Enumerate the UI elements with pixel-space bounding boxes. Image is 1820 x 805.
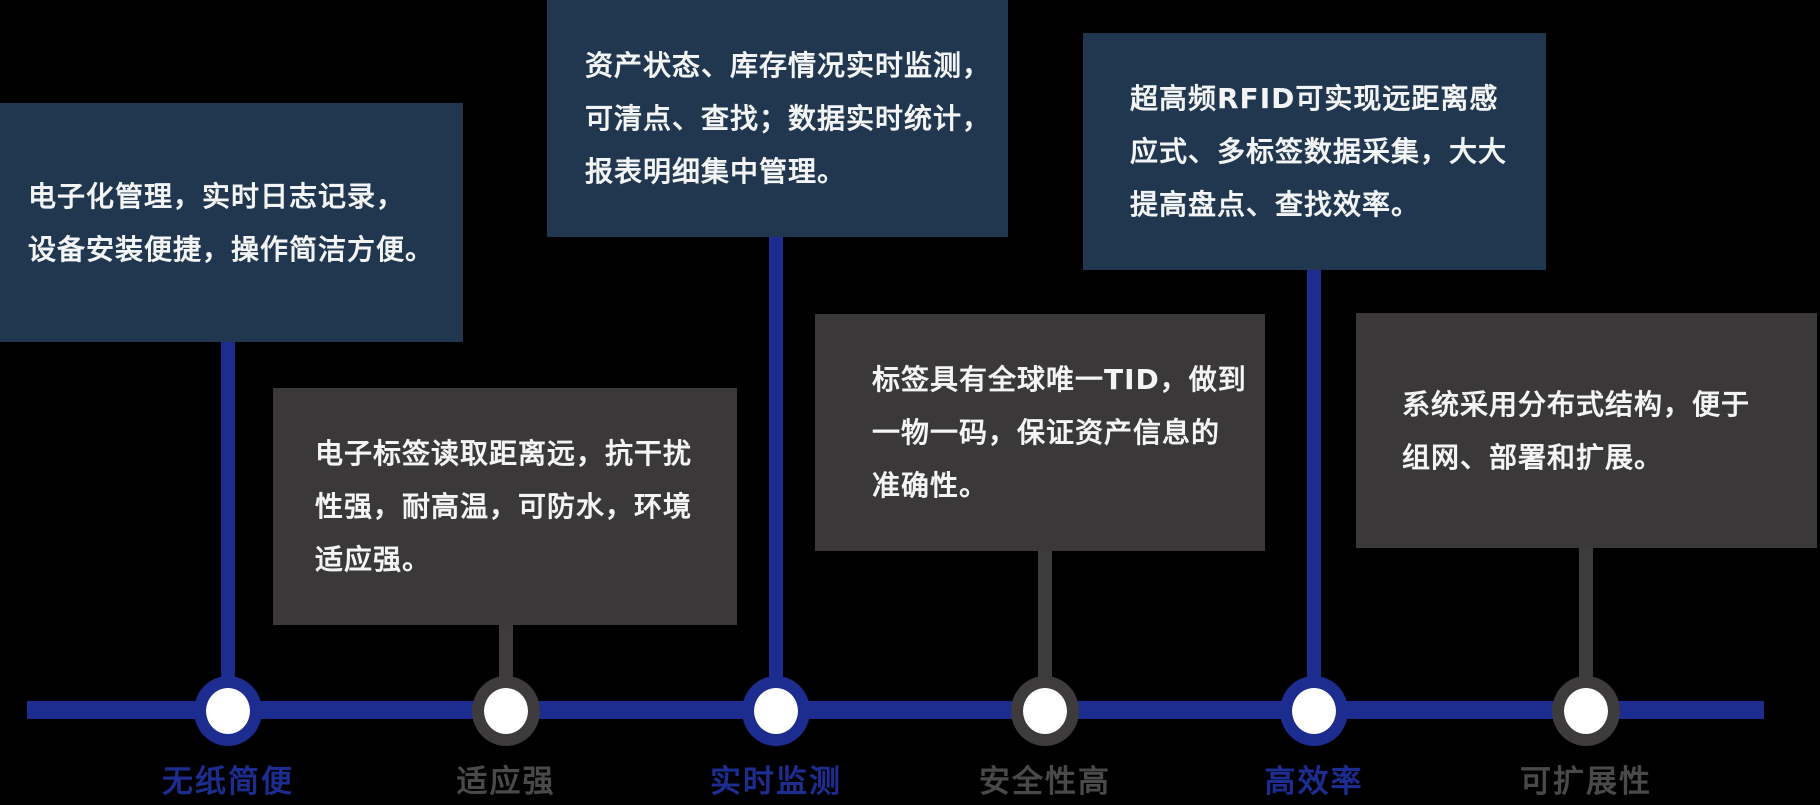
card-text-line: 系统采用分布式结构，便于 — [1402, 387, 1751, 421]
card-text-line: 报表明细集中管理。 — [585, 155, 847, 188]
card-text-line: 准确性。 — [872, 469, 989, 502]
feature-card-security: 标签具有全球唯一TID，做到 一物一码，保证资产信息的 准确性。 — [815, 314, 1265, 551]
card-text-line: 性强，耐高温，可防水，环境 — [315, 490, 693, 523]
timeline-label-paperless: 无纸简便 — [162, 764, 294, 800]
card-text-line: 资产状态、库存情况实时监测， — [585, 49, 992, 82]
card-text-line: 组网、部署和扩展。 — [1402, 440, 1664, 474]
card-text-line: 超高频RFID可实现远距离感 — [1130, 82, 1499, 115]
card-text-line: 电子化管理，实时日志记录， — [28, 179, 406, 213]
card-text-line: 提高盘点、查找效率。 — [1130, 188, 1421, 221]
feature-card-efficiency: 超高频RFID可实现远距离感 应式、多标签数据采集，大大 提高盘点、查找效率。 — [1083, 33, 1546, 270]
connector-stem-scalability — [1579, 548, 1593, 711]
timeline-node-realtime-monitoring — [742, 676, 810, 746]
timeline-label-security: 安全性高 — [979, 764, 1111, 800]
connector-stem-paperless — [221, 342, 235, 711]
timeline-node-adaptability — [472, 676, 540, 746]
card-text-line: 一物一码，保证资产信息的 — [872, 416, 1221, 449]
card-text-line: 适应强。 — [315, 543, 432, 576]
card-text-line: 可清点、查找；数据实时统计， — [585, 102, 992, 135]
feature-card-adaptability: 电子标签读取距离远，抗干扰 性强，耐高温，可防水，环境 适应强。 — [273, 388, 737, 625]
feature-card-paperless: 电子化管理，实时日志记录， 设备安装便捷，操作简洁方便。 — [0, 103, 463, 342]
connector-stem-security — [1038, 551, 1052, 711]
card-text-line: 设备安装便捷，操作简洁方便。 — [28, 232, 435, 266]
connector-stem-realtime-monitoring — [769, 237, 783, 711]
timeline-label-efficiency: 高效率 — [1264, 764, 1364, 800]
timeline-node-security — [1011, 676, 1079, 746]
timeline-node-paperless — [194, 676, 262, 746]
timeline-node-efficiency — [1280, 676, 1348, 746]
card-text-line: 标签具有全球唯一TID，做到 — [872, 363, 1247, 396]
connector-stem-efficiency — [1307, 270, 1321, 711]
timeline-label-adaptability: 适应强 — [456, 764, 556, 800]
card-text-line: 电子标签读取距离远，抗干扰 — [315, 437, 693, 470]
feature-card-realtime-monitoring: 资产状态、库存情况实时监测， 可清点、查找；数据实时统计， 报表明细集中管理。 — [547, 0, 1008, 237]
timeline-bar — [27, 701, 1764, 719]
card-text-line: 应式、多标签数据采集，大大 — [1130, 135, 1508, 168]
timeline-node-scalability — [1552, 676, 1620, 746]
timeline-label-scalability: 可扩展性 — [1520, 764, 1652, 800]
feature-card-scalability: 系统采用分布式结构，便于 组网、部署和扩展。 — [1356, 313, 1817, 548]
timeline-label-realtime-monitoring: 实时监测 — [710, 764, 842, 800]
